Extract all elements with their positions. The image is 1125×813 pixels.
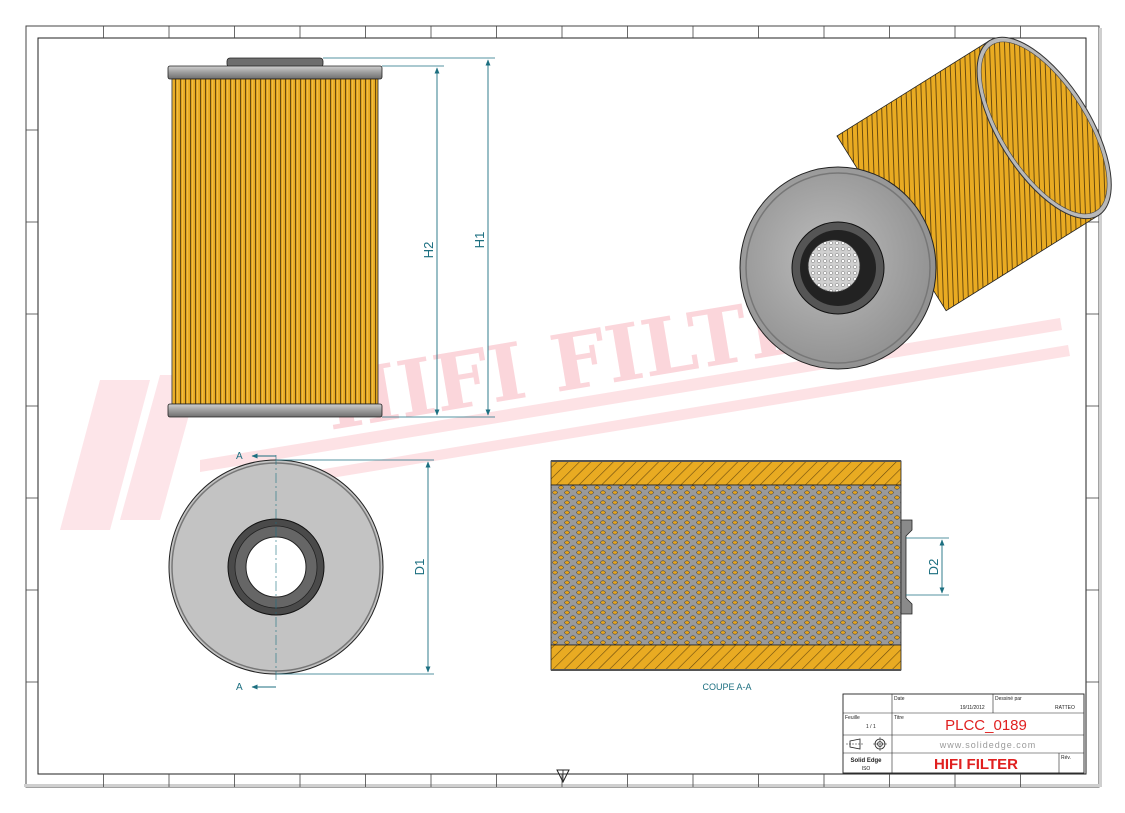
company-name: HIFI FILTER	[934, 756, 1018, 773]
h1-label: H1	[472, 232, 487, 249]
part-number: PLCC_0189	[945, 717, 1027, 734]
software-name: Solid Edge	[850, 758, 882, 764]
title-label: Titre	[894, 715, 904, 721]
projection-symbol-icon	[846, 737, 887, 751]
section-marker-bottom: A	[236, 682, 243, 693]
h2-label: H2	[421, 242, 436, 259]
section-view: COUPE A-A	[550, 460, 913, 692]
title-block: Date 19/11/2012 Dessiné par RATTEO Feuil…	[842, 693, 1085, 774]
d1-label: D1	[412, 559, 427, 576]
software-url: www.solidedge.com	[939, 740, 1037, 750]
drawn-by-value: RATTEO	[1055, 705, 1075, 711]
date-label: Date	[894, 696, 905, 702]
d1-dimension: D1	[276, 459, 434, 675]
revision-label: Rév.	[1061, 755, 1071, 761]
sheet-label: Feuille	[845, 715, 860, 721]
height-dimensions: H2 H1	[323, 57, 495, 418]
d2-label: D2	[926, 559, 941, 576]
section-marker-top: A	[236, 451, 243, 462]
software-sub: ISO	[862, 766, 871, 772]
d2-dimension: D2	[906, 537, 949, 596]
date-value: 19/11/2012	[960, 705, 985, 711]
section-caption: COUPE A-A	[702, 682, 751, 692]
zone-ticks	[26, 26, 1099, 787]
centering-triangle-icon	[556, 769, 570, 784]
end-view: A A	[168, 451, 384, 693]
isometric-view	[739, 36, 1112, 370]
drawn-by-label: Dessiné par	[995, 696, 1022, 702]
front-view	[167, 57, 383, 418]
sheet-value: 1 / 1	[866, 724, 876, 730]
